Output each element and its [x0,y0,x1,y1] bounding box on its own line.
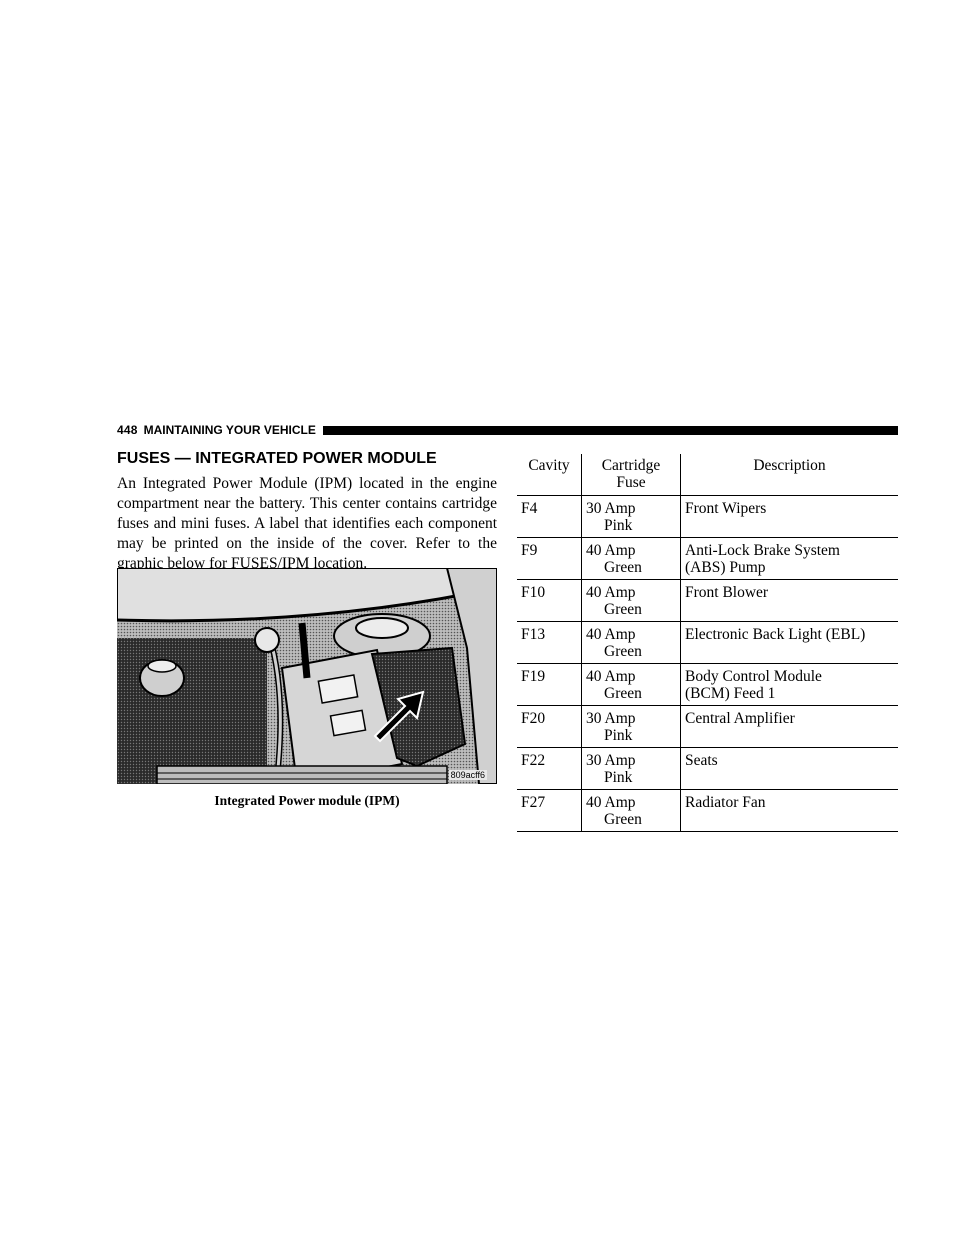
cell-cavity: F27 [517,789,582,832]
fuse-color: Pink [604,517,633,534]
desc-line1: Front Blower [685,584,769,601]
desc-line1: Front Wipers [685,500,767,517]
cell-description: Seats [680,747,898,790]
section-title: FUSES — INTEGRATED POWER MODULE [117,450,437,467]
desc-line1: Seats [685,752,718,769]
fuse-color: Pink [604,769,633,786]
cell-cavity: F13 [517,621,582,664]
ipm-engine-photo: 809acff6 [117,568,497,784]
header-cartridge-line1: Cartridge [601,457,661,474]
page-number: 448 [117,423,138,437]
cell-description: Radiator Fan [680,789,898,832]
cell-cavity: F19 [517,663,582,706]
desc-line1: Anti-Lock Brake System [685,542,840,559]
fuse-amp: 30 Amp [586,500,636,517]
fuse-amp: 40 Amp [586,668,636,685]
fuse-amp: 40 Amp [586,542,636,559]
cell-cavity: F22 [517,747,582,790]
desc-line1: Radiator Fan [685,794,766,811]
section-body: An Integrated Power Module (IPM) located… [117,475,497,572]
image-code: 809acff6 [448,770,487,780]
desc-line1: Body Control Module [685,668,822,685]
cell-cavity: F4 [517,495,582,538]
header-cartridge-line2: Fuse [616,474,646,491]
desc-line1: Electronic Back Light (EBL) [685,626,866,643]
header-rule [322,425,898,435]
cell-description: Central Amplifier [680,705,898,748]
cell-description: Front Wipers [680,495,898,538]
fuse-color: Green [604,643,642,660]
fuse-amp: 30 Amp [586,752,636,769]
page-header: 448 MAINTAINING YOUR VEHICLE [117,423,898,437]
cell-description: Anti-Lock Brake System(ABS) Pump [680,537,898,580]
desc-line2: (ABS) Pump [685,559,766,576]
cell-description: Electronic Back Light (EBL) [680,621,898,664]
fuse-color: Green [604,811,642,828]
fuse-amp: 40 Amp [586,794,636,811]
table-header-row: Cavity Cartridge Fuse Description [517,454,898,496]
header-description: Description [680,454,898,496]
fuse-color: Green [604,559,642,576]
figure-caption: Integrated Power module (IPM) [214,793,400,808]
cell-cavity: F10 [517,579,582,622]
desc-line1: Central Amplifier [685,710,795,727]
fuse-color: Green [604,685,642,702]
running-section-title: MAINTAINING YOUR VEHICLE [143,423,316,437]
desc-line2: (BCM) Feed 1 [685,685,776,702]
cell-description: Front Blower [680,579,898,622]
fuse-amp: 40 Amp [586,626,636,643]
engine-illustration [117,568,497,784]
left-column: FUSES — INTEGRATED POWER MODULE An Integ… [117,450,497,574]
header-cavity: Cavity [517,454,582,496]
fuse-amp: 30 Amp [586,710,636,727]
cell-cavity: F9 [517,537,582,580]
cell-cavity: F20 [517,705,582,748]
fuse-table: Cavity Cartridge Fuse Description F4 30 … [517,454,898,832]
header-cartridge-fuse: Cartridge Fuse [581,454,681,496]
fuse-amp: 40 Amp [586,584,636,601]
fuse-color: Green [604,601,642,618]
fuse-color: Pink [604,727,633,744]
cell-description: Body Control Module(BCM) Feed 1 [680,663,898,706]
